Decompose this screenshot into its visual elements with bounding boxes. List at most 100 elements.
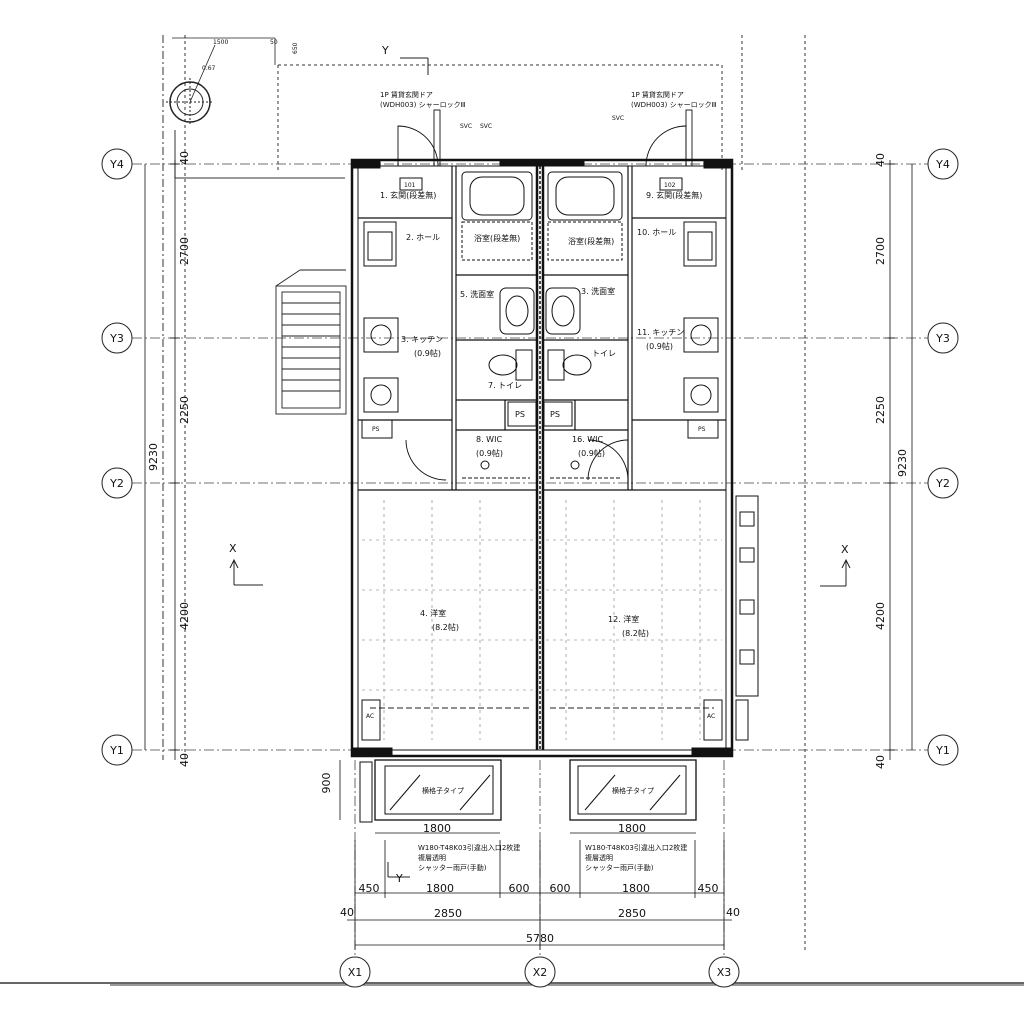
dim-bottom-1800-a: 1800 xyxy=(426,882,454,895)
ps-label-3: PS xyxy=(372,426,380,433)
room-right-washroom: 3. 洗面室 xyxy=(581,286,615,296)
unit-number-right: 102 xyxy=(664,182,676,189)
door-swings xyxy=(397,109,693,481)
section-marker-y-bottom xyxy=(387,862,410,878)
dim-top-1500: 1500 xyxy=(213,39,228,46)
grid-lines xyxy=(132,163,930,960)
dimension-lines-bottom xyxy=(347,832,732,950)
room-right-entry: 9. 玄関(段差無) xyxy=(646,190,702,200)
door-labels: 1P 賃貸玄関ドア (WDH003) シャーロックⅢ 1P 賃貸玄関ドア (WD… xyxy=(380,90,717,109)
dim-right-9230: 9230 xyxy=(896,449,909,477)
grid-label-y2-left: Y2 xyxy=(109,477,124,490)
dim-balcony-left-1800: 1800 xyxy=(423,822,451,835)
ps-label-1: PS xyxy=(515,410,525,419)
grid-label-y3-left: Y3 xyxy=(109,332,124,345)
grid-label-y2-right: Y2 xyxy=(935,477,950,490)
grid-label-x3: X3 xyxy=(717,966,732,979)
unit-number-left: 101 xyxy=(404,182,416,189)
ac-label-left: AC xyxy=(366,713,374,720)
room-right-western-area: (8.2帖) xyxy=(622,628,649,638)
dim-bottom-1800-b: 1800 xyxy=(622,882,650,895)
grid-labels: Y4 Y3 Y2 Y1 Y4 Y3 Y2 Y1 X1 X2 X3 xyxy=(109,158,950,979)
grid-label-y4-right: Y4 xyxy=(935,158,950,171)
bathtubs xyxy=(461,171,623,261)
door-title-left: 1P 賃貸玄関ドア xyxy=(380,90,433,99)
door-title-right: 1P 賃貸玄関ドア xyxy=(631,90,684,99)
building-walls xyxy=(350,158,734,758)
room-left-wic: 8. WIC xyxy=(476,435,502,444)
door-model-left: (WDH003) シャーロックⅢ xyxy=(380,101,466,109)
ps-label-2: PS xyxy=(550,410,560,419)
dim-bottom-40-b: 40 xyxy=(726,906,740,919)
window-left-line-1: W180-T48K03引違出入口2枚建 xyxy=(418,843,520,852)
dim-bottom-450-b: 450 xyxy=(698,882,719,895)
window-right-line-3: シャッター雨戸(手動) xyxy=(585,863,654,872)
grid-label-y1-left: Y1 xyxy=(109,744,124,757)
room-right-western: 12. 洋室 xyxy=(608,614,639,624)
dim-bottom-600-b: 600 xyxy=(550,882,571,895)
grid-label-y1-right: Y1 xyxy=(935,744,950,757)
dim-left-900: 900 xyxy=(320,773,333,794)
section-label-x-left: X xyxy=(229,542,237,555)
dim-bottom-40-a: 40 xyxy=(340,906,354,919)
dim-total-5780: 5780 xyxy=(526,932,554,945)
window-left-line-2: 複層透明 xyxy=(418,853,446,862)
door-model-right: (WDH003) シャーロックⅢ xyxy=(631,101,717,109)
window-left-line-3: シャッター雨戸(手動) xyxy=(418,863,487,872)
section-marker-y-top xyxy=(400,57,429,75)
dim-left-9230: 9230 xyxy=(147,443,160,471)
dim-bottom-450-a: 450 xyxy=(359,882,380,895)
dimension-labels-left: 2700 2250 4200 9230 40 40 900 xyxy=(147,151,333,794)
dim-bottom-2850-a: 2850 xyxy=(434,907,462,920)
balconies xyxy=(359,759,697,823)
balcony-type-right: 横格子タイプ xyxy=(612,786,654,795)
kitchen-fixtures xyxy=(363,221,719,413)
svc-label-2: SVC xyxy=(480,123,492,130)
room-labels-left: 1. 玄関(段差無) 2. ホール 3. キッチン (0.9帖) 浴室(段差無)… xyxy=(380,190,522,632)
exterior-stairs xyxy=(275,269,347,415)
room-left-hall: 2. ホール xyxy=(406,233,440,242)
svc-label-3: SVC xyxy=(612,115,624,122)
room-right-bath: 浴室(段差無) xyxy=(568,236,614,246)
dim-left-4200: 4200 xyxy=(178,602,191,630)
dim-right-40-top: 40 xyxy=(874,153,887,167)
room-right-hall: 10. ホール xyxy=(637,228,676,237)
interior-partitions xyxy=(358,166,726,491)
room-labels-right: 9. 玄関(段差無) 10. ホール 11. キッチン (0.9帖) 浴室(段差… xyxy=(568,190,702,638)
room-left-kitchen: 3. キッチン xyxy=(401,335,443,344)
room-left-wic-area: (0.9帖) xyxy=(476,448,503,458)
manhole-symbol xyxy=(166,37,276,126)
room-left-bath: 浴室(段差無) xyxy=(474,233,520,243)
dimension-lines-right xyxy=(885,160,913,760)
room-left-washroom: 5. 洗面室 xyxy=(460,289,494,299)
section-label-y-bottom: Y xyxy=(395,872,403,885)
room-right-toilet: トイレ xyxy=(592,349,616,358)
room-right-wic: 16. WIC xyxy=(572,435,604,444)
room-right-wic-area: (0.9帖) xyxy=(578,448,605,458)
room-right-kitchen: 11. キッチン xyxy=(637,328,684,337)
dim-right-40-bot: 40 xyxy=(874,755,887,769)
dim-right-2250: 2250 xyxy=(874,396,887,424)
dim-left-40-top: 40 xyxy=(178,151,191,165)
section-label-x-right: X xyxy=(841,543,849,556)
dim-balcony-right-1800: 1800 xyxy=(618,822,646,835)
balcony-labels: 横格子タイプ 横格子タイプ W180-T48K03引違出入口2枚建 複層透明 シ… xyxy=(418,786,687,872)
grid-label-y4-left: Y4 xyxy=(109,158,124,171)
grid-bubbles xyxy=(101,148,959,988)
window-right-line-1: W180-T48K03引違出入口2枚建 xyxy=(585,843,687,852)
closet-rods xyxy=(462,460,620,479)
ac-label-right: AC xyxy=(707,713,715,720)
section-marker-x-right xyxy=(820,558,851,587)
unit-numbers xyxy=(399,177,683,191)
dim-right-2700: 2700 xyxy=(874,237,887,265)
dim-top-50: 50 xyxy=(270,39,278,46)
ps-boxes xyxy=(361,401,719,439)
dim-bottom-600-a: 600 xyxy=(509,882,530,895)
dim-left-2700: 2700 xyxy=(178,237,191,265)
dim-right-4200: 4200 xyxy=(874,602,887,630)
svc-labels: SVC SVC SVC xyxy=(460,115,624,130)
balcony-type-left: 横格子タイプ xyxy=(422,786,464,795)
dimension-lines-left xyxy=(144,160,341,820)
grid-label-x1: X1 xyxy=(348,966,363,979)
dimension-labels-bottom: 1800 1800 450 1800 600 600 1800 450 40 2… xyxy=(340,822,740,945)
